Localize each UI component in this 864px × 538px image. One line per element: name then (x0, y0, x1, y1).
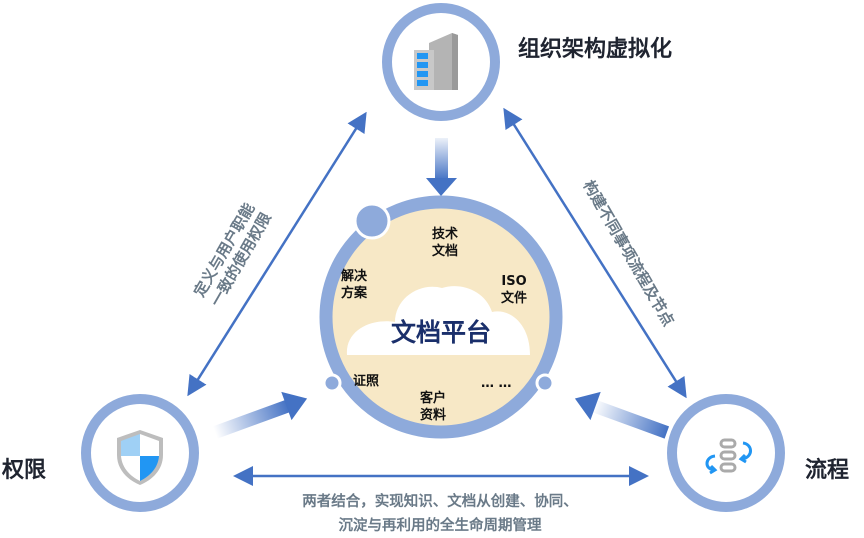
category-tech-docs: 技术文档 (432, 226, 458, 260)
top-node-circle (382, 3, 500, 121)
category-line: 资料 (420, 408, 447, 423)
top-flow-arrow (426, 138, 457, 196)
category-line: 文档 (432, 244, 459, 259)
left-node-circle (81, 394, 199, 512)
category-line: 技术 (432, 227, 459, 242)
category-customer-data: 客户资料 (420, 390, 446, 424)
document-platform-circle (319, 195, 563, 439)
right-flow-arrow (574, 391, 670, 439)
category-line: 方案 (341, 286, 368, 301)
bottom-line: 两者结合，实现知识、文档从创建、协同、 (302, 494, 578, 510)
center-title: 文档平台 (390, 318, 491, 347)
category-iso-files: ISO 文件 (501, 273, 527, 307)
category-line: 解决 (341, 269, 368, 284)
top-node-label: 组织架构虚拟化 (518, 37, 673, 62)
right-node-label: 流程 (805, 458, 850, 483)
left-node-label: 权限 (2, 458, 47, 483)
workflow-icon (705, 438, 752, 475)
bottom-description: 两者结合，实现知识、文档从创建、协同、 沉淀与再利用的全生命周期管理 (200, 490, 680, 538)
category-line: ISO (501, 274, 527, 289)
left-edge-arrow (187, 111, 367, 397)
category-certificates: 证照 (353, 374, 380, 389)
cloud-icon (346, 286, 530, 355)
left-flow-arrow (212, 391, 308, 439)
right-node-circle (667, 394, 785, 512)
category-solutions: 解决方案 (341, 268, 367, 302)
category-line: 文件 (501, 291, 528, 306)
category-line: 客户 (420, 391, 447, 406)
shield-icon (117, 430, 163, 485)
building-icon (414, 33, 458, 90)
right-edge-arrow (503, 107, 687, 399)
bottom-line: 沉淀与再利用的全生命周期管理 (338, 518, 542, 534)
category-more: … … (481, 376, 512, 391)
